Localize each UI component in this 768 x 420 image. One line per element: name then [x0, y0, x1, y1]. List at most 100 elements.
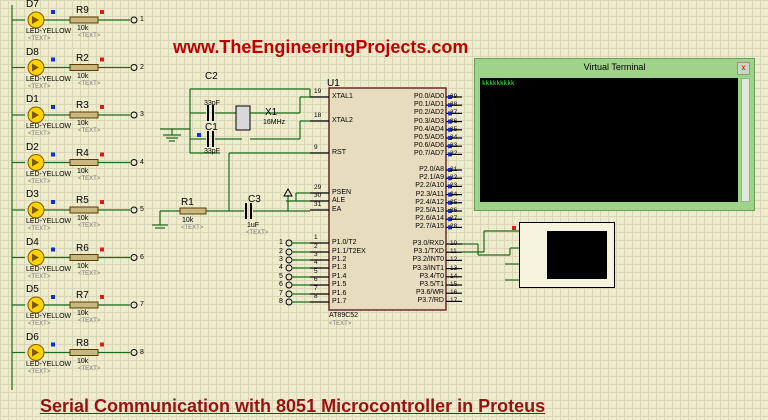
mcu-pin-number: 39: [450, 93, 458, 100]
mcu-pin-number: 27: [450, 215, 458, 223]
mcu-pin-number: 7: [314, 285, 318, 292]
terminal-icon: [130, 301, 138, 309]
resistor-icon: [69, 206, 99, 214]
mcu-pin-label: P2.3/A11: [415, 190, 444, 198]
led-type-label: LED-YELLOW: [26, 313, 72, 320]
pin-marker-blue: [448, 136, 452, 140]
pin-marker-blue: [448, 184, 452, 189]
virtual-terminal-title: Virtual Terminal: [583, 62, 646, 72]
mcu-part: AT89C52: [329, 312, 359, 319]
mcu-pin-number: 16: [450, 289, 458, 297]
net-label: 4: [279, 264, 283, 271]
led-type-label: LED-YELLOW: [26, 123, 72, 130]
mcu-pin-number: 28: [450, 223, 458, 231]
pin-marker-blue: [448, 152, 452, 157]
pin-marker-blue: [448, 111, 452, 116]
terminal-icon: [285, 273, 293, 281]
resistor-value: 10k: [77, 262, 89, 270]
resistor-value: 10k: [77, 215, 89, 222]
mcu-ref: U1: [327, 78, 340, 89]
terminal-icon: [130, 159, 138, 166]
pin-marker-blue: [51, 200, 55, 204]
mcu-pin-number: 29: [314, 184, 322, 191]
pin-marker-red: [100, 200, 104, 204]
led-arrow-icon: [32, 16, 39, 24]
pin-marker-blue: [448, 209, 452, 213]
resistor-icon: [69, 349, 99, 356]
terminal-icon: [285, 256, 293, 264]
led-type-label: LED-YELLOW: [26, 360, 72, 368]
power-arrow-icon: [283, 187, 293, 197]
led-type-label: LED-YELLOW: [26, 28, 72, 35]
terminal-icon: [285, 264, 293, 272]
mcu-pin-label: P0.1/AD1: [414, 101, 444, 109]
mcu-pin-number: 37: [450, 109, 458, 117]
led-arrow-icon: [32, 206, 39, 214]
mcu-pin-number: 36: [450, 117, 458, 125]
pin-marker-blue: [448, 144, 452, 149]
pin-marker-red: [100, 10, 104, 14]
pin-marker-red: [100, 152, 104, 157]
pin-marker-blue: [51, 10, 55, 14]
resistor-ref: R6: [76, 242, 89, 254]
resistor-icon: [69, 16, 99, 24]
pin-marker-blue: [448, 217, 452, 222]
led-arrow-icon: [32, 253, 39, 262]
mcu-pin-number: 5: [314, 268, 318, 275]
pin-marker-red: [100, 247, 104, 252]
text-tag: <TEXT>: [78, 128, 101, 134]
serial-terminal-display: [547, 231, 607, 279]
virtual-terminal-window[interactable]: Virtual Terminal x kkkkkkkkk: [474, 58, 755, 211]
mcu-pin-number: 6: [314, 276, 318, 283]
microcontroller-body: [328, 87, 447, 311]
pin-marker-blue: [51, 152, 55, 157]
led-arrow-icon: [32, 158, 39, 167]
text-tag: <TEXT>: [78, 223, 101, 229]
serial-terminal-component[interactable]: [519, 222, 615, 288]
pin-marker-blue: [448, 192, 452, 197]
text-tag: <TEXT>: [329, 321, 352, 327]
mcu-pin-label: P1.6: [332, 290, 347, 297]
resistor-icon: [69, 111, 99, 119]
mcu-pin-number: 1: [314, 234, 318, 241]
net-label: 3: [279, 256, 283, 263]
text-tag: <TEXT>: [28, 36, 51, 42]
led-type-label: LED-YELLOW: [26, 75, 72, 83]
pin-marker-blue: [51, 105, 55, 109]
mcu-pin-label: P2.0/A8: [419, 166, 444, 173]
terminal-scrollbar[interactable]: [741, 78, 750, 202]
mcu-pin-label: P3.4/T0: [419, 272, 444, 280]
mcu-pin-label: P3.2/INT0: [412, 256, 444, 264]
mcu-pin-label: P0.3/AD3: [414, 117, 444, 125]
net-label: 5: [140, 206, 144, 213]
terminal-icon: [130, 206, 138, 214]
text-tag: <TEXT>: [28, 131, 51, 137]
close-icon[interactable]: x: [737, 62, 750, 75]
text-tag: <TEXT>: [28, 226, 51, 232]
terminal-screen[interactable]: kkkkkkkkk: [480, 78, 738, 202]
mcu-pin-label: P2.6/A14: [415, 215, 444, 223]
led-arrow-icon: [32, 111, 39, 119]
resistor-icon: [69, 301, 99, 309]
text-tag: <TEXT>: [78, 318, 101, 324]
pin-marker-blue: [448, 176, 452, 181]
net-label: 6: [140, 253, 144, 261]
mcu-pin-label: P1.0/T2: [332, 239, 357, 246]
pin-marker-blue: [448, 95, 452, 99]
mcu-pin-number: 3: [314, 251, 318, 258]
virtual-terminal-titlebar[interactable]: Virtual Terminal x: [475, 59, 754, 76]
led-ref: D2: [26, 141, 39, 153]
pin-marker-red: [100, 57, 104, 62]
resistor-ref: R3: [76, 100, 89, 111]
mcu-pin-label: P3.6/WR: [415, 289, 444, 297]
cap-value: 1uF: [247, 222, 260, 229]
pin-marker-blue: [448, 200, 452, 205]
net-label: 4: [140, 158, 144, 166]
text-tag: <TEXT>: [78, 270, 101, 277]
pin-marker-blue: [51, 57, 55, 62]
resistor-ref: R1: [181, 197, 194, 208]
cap-ref: C1: [205, 122, 218, 133]
mcu-pin-label: P0.6/AD6: [414, 142, 444, 150]
terminal-icon: [130, 16, 138, 24]
